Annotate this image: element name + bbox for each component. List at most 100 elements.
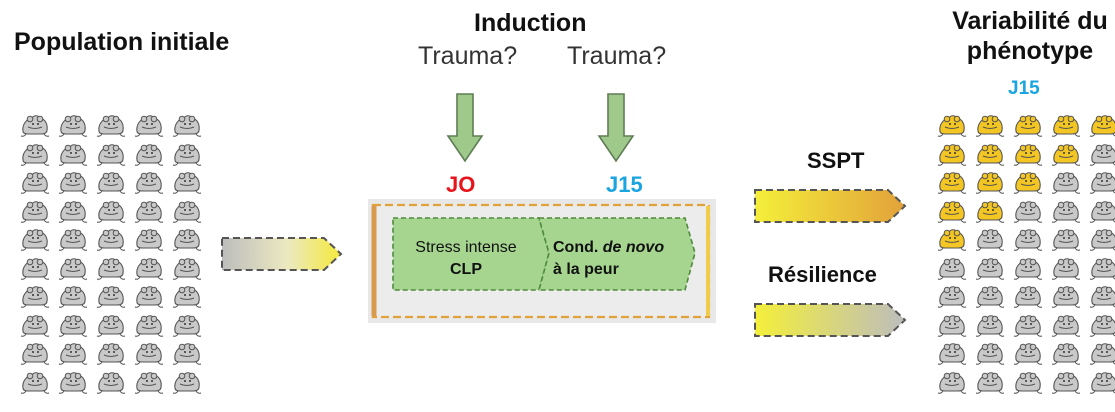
gray-mouse-icon <box>20 256 50 281</box>
gray-mouse-icon <box>58 199 88 224</box>
gray-mouse-icon <box>134 313 164 338</box>
yellow-mouse-icon <box>937 199 967 224</box>
yellow-mouse-icon <box>937 170 967 195</box>
yellow-mouse-icon <box>975 199 1005 224</box>
gray-mouse-icon <box>1051 313 1081 338</box>
yellow-mouse-icon <box>1013 170 1043 195</box>
gray-mouse-icon <box>1089 256 1115 281</box>
gray-mouse-icon <box>1089 227 1115 252</box>
gray-mouse-icon <box>58 170 88 195</box>
yellow-mouse-icon <box>937 227 967 252</box>
gray-mouse-icon <box>1089 313 1115 338</box>
yellow-mouse-icon <box>1089 113 1115 138</box>
trauma-label-2: Trauma? <box>567 42 667 70</box>
gray-mouse-icon <box>172 227 202 252</box>
gray-mouse-icon <box>1051 227 1081 252</box>
gray-mouse-icon <box>1089 284 1115 309</box>
gray-mouse-icon <box>172 341 202 366</box>
gray-mouse-icon <box>937 256 967 281</box>
right-mouse-grid <box>937 113 1115 395</box>
induction-title: Induction <box>474 9 587 37</box>
gray-mouse-icon <box>134 227 164 252</box>
gray-mouse-icon <box>1013 227 1043 252</box>
gray-mouse-icon <box>1051 284 1081 309</box>
initial-transition-arrow <box>221 237 343 271</box>
gray-mouse-icon <box>172 370 202 395</box>
gray-mouse-icon <box>20 313 50 338</box>
gray-mouse-icon <box>96 341 126 366</box>
gray-mouse-icon <box>96 284 126 309</box>
gray-mouse-icon <box>975 313 1005 338</box>
gray-mouse-icon <box>1051 370 1081 395</box>
gray-mouse-icon <box>96 256 126 281</box>
gray-mouse-icon <box>134 370 164 395</box>
gray-mouse-icon <box>20 341 50 366</box>
step-fear-conditioning: Cond. de novo à la peur <box>553 237 664 281</box>
yellow-mouse-icon <box>1051 142 1081 167</box>
gray-mouse-icon <box>20 227 50 252</box>
gray-mouse-icon <box>975 284 1005 309</box>
gray-mouse-icon <box>20 199 50 224</box>
gray-mouse-icon <box>937 313 967 338</box>
trauma-arrow-2 <box>597 93 635 163</box>
variabilite-title-line1: Variabilité du <box>952 7 1108 35</box>
gray-mouse-icon <box>96 227 126 252</box>
gray-mouse-icon <box>96 313 126 338</box>
gray-mouse-icon <box>975 341 1005 366</box>
gray-mouse-icon <box>1013 313 1043 338</box>
resilience-label: Résilience <box>768 262 877 287</box>
gray-mouse-icon <box>134 284 164 309</box>
gray-mouse-icon <box>1089 170 1115 195</box>
gray-mouse-icon <box>134 170 164 195</box>
gray-mouse-icon <box>1051 170 1081 195</box>
gray-mouse-icon <box>134 199 164 224</box>
gray-mouse-icon <box>1013 341 1043 366</box>
gray-mouse-icon <box>58 341 88 366</box>
gray-mouse-icon <box>20 284 50 309</box>
gray-mouse-icon <box>58 142 88 167</box>
gray-mouse-icon <box>1089 199 1115 224</box>
gray-mouse-icon <box>58 284 88 309</box>
gray-mouse-icon <box>1089 341 1115 366</box>
yellow-mouse-icon <box>975 142 1005 167</box>
gray-mouse-icon <box>172 199 202 224</box>
gray-mouse-icon <box>58 313 88 338</box>
yellow-mouse-icon <box>937 113 967 138</box>
yellow-mouse-icon <box>975 113 1005 138</box>
gray-mouse-icon <box>96 370 126 395</box>
step-peur-label: à la peur <box>553 261 619 278</box>
gray-mouse-icon <box>172 256 202 281</box>
gray-mouse-icon <box>96 113 126 138</box>
right-day-label: J15 <box>1008 78 1040 99</box>
day-zero-label: JO <box>446 172 476 197</box>
step-clp-label: CLP <box>450 261 482 278</box>
gray-mouse-icon <box>975 370 1005 395</box>
gray-mouse-icon <box>58 113 88 138</box>
gray-mouse-icon <box>1013 370 1043 395</box>
left-mouse-grid <box>20 113 202 395</box>
resilience-arrow <box>754 303 907 337</box>
variabilite-title-line2: phénotype <box>966 37 1094 65</box>
gray-mouse-icon <box>937 341 967 366</box>
gray-mouse-icon <box>1089 142 1115 167</box>
gray-mouse-icon <box>172 284 202 309</box>
gray-mouse-icon <box>20 370 50 395</box>
step-cond-label: Cond. de novo <box>553 239 665 256</box>
gray-mouse-icon <box>937 370 967 395</box>
gray-mouse-icon <box>975 227 1005 252</box>
gray-mouse-icon <box>1051 199 1081 224</box>
day-fifteen-label: J15 <box>606 172 643 197</box>
gray-mouse-icon <box>1089 370 1115 395</box>
gray-mouse-icon <box>172 170 202 195</box>
gray-mouse-icon <box>58 256 88 281</box>
yellow-mouse-icon <box>975 170 1005 195</box>
variabilite-title: Variabilité du phénotype <box>950 6 1110 66</box>
gray-mouse-icon <box>20 113 50 138</box>
gray-mouse-icon <box>134 113 164 138</box>
yellow-mouse-icon <box>1013 142 1043 167</box>
gray-mouse-icon <box>96 170 126 195</box>
gray-mouse-icon <box>20 142 50 167</box>
protocol-timeline-box <box>368 199 716 323</box>
gray-mouse-icon <box>1051 256 1081 281</box>
gray-mouse-icon <box>937 284 967 309</box>
